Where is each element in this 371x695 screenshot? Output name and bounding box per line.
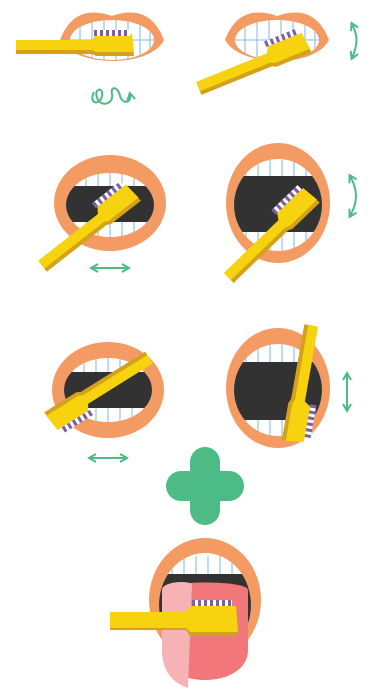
tongue-highlight xyxy=(162,582,192,688)
plus-icon xyxy=(166,447,244,525)
vertical-arrow xyxy=(352,24,357,58)
step-outer-side xyxy=(192,12,357,96)
step-chewing-lower xyxy=(44,342,164,458)
step-outer-front xyxy=(16,12,164,103)
bristles xyxy=(192,600,232,606)
step-inner-upper xyxy=(215,143,356,284)
circular-arrow xyxy=(92,88,130,104)
step-inner-lower xyxy=(31,155,166,273)
step-tongue xyxy=(110,538,261,688)
bristles xyxy=(94,30,130,36)
step-front-inner xyxy=(226,324,347,448)
vertical-arrow xyxy=(350,176,356,216)
